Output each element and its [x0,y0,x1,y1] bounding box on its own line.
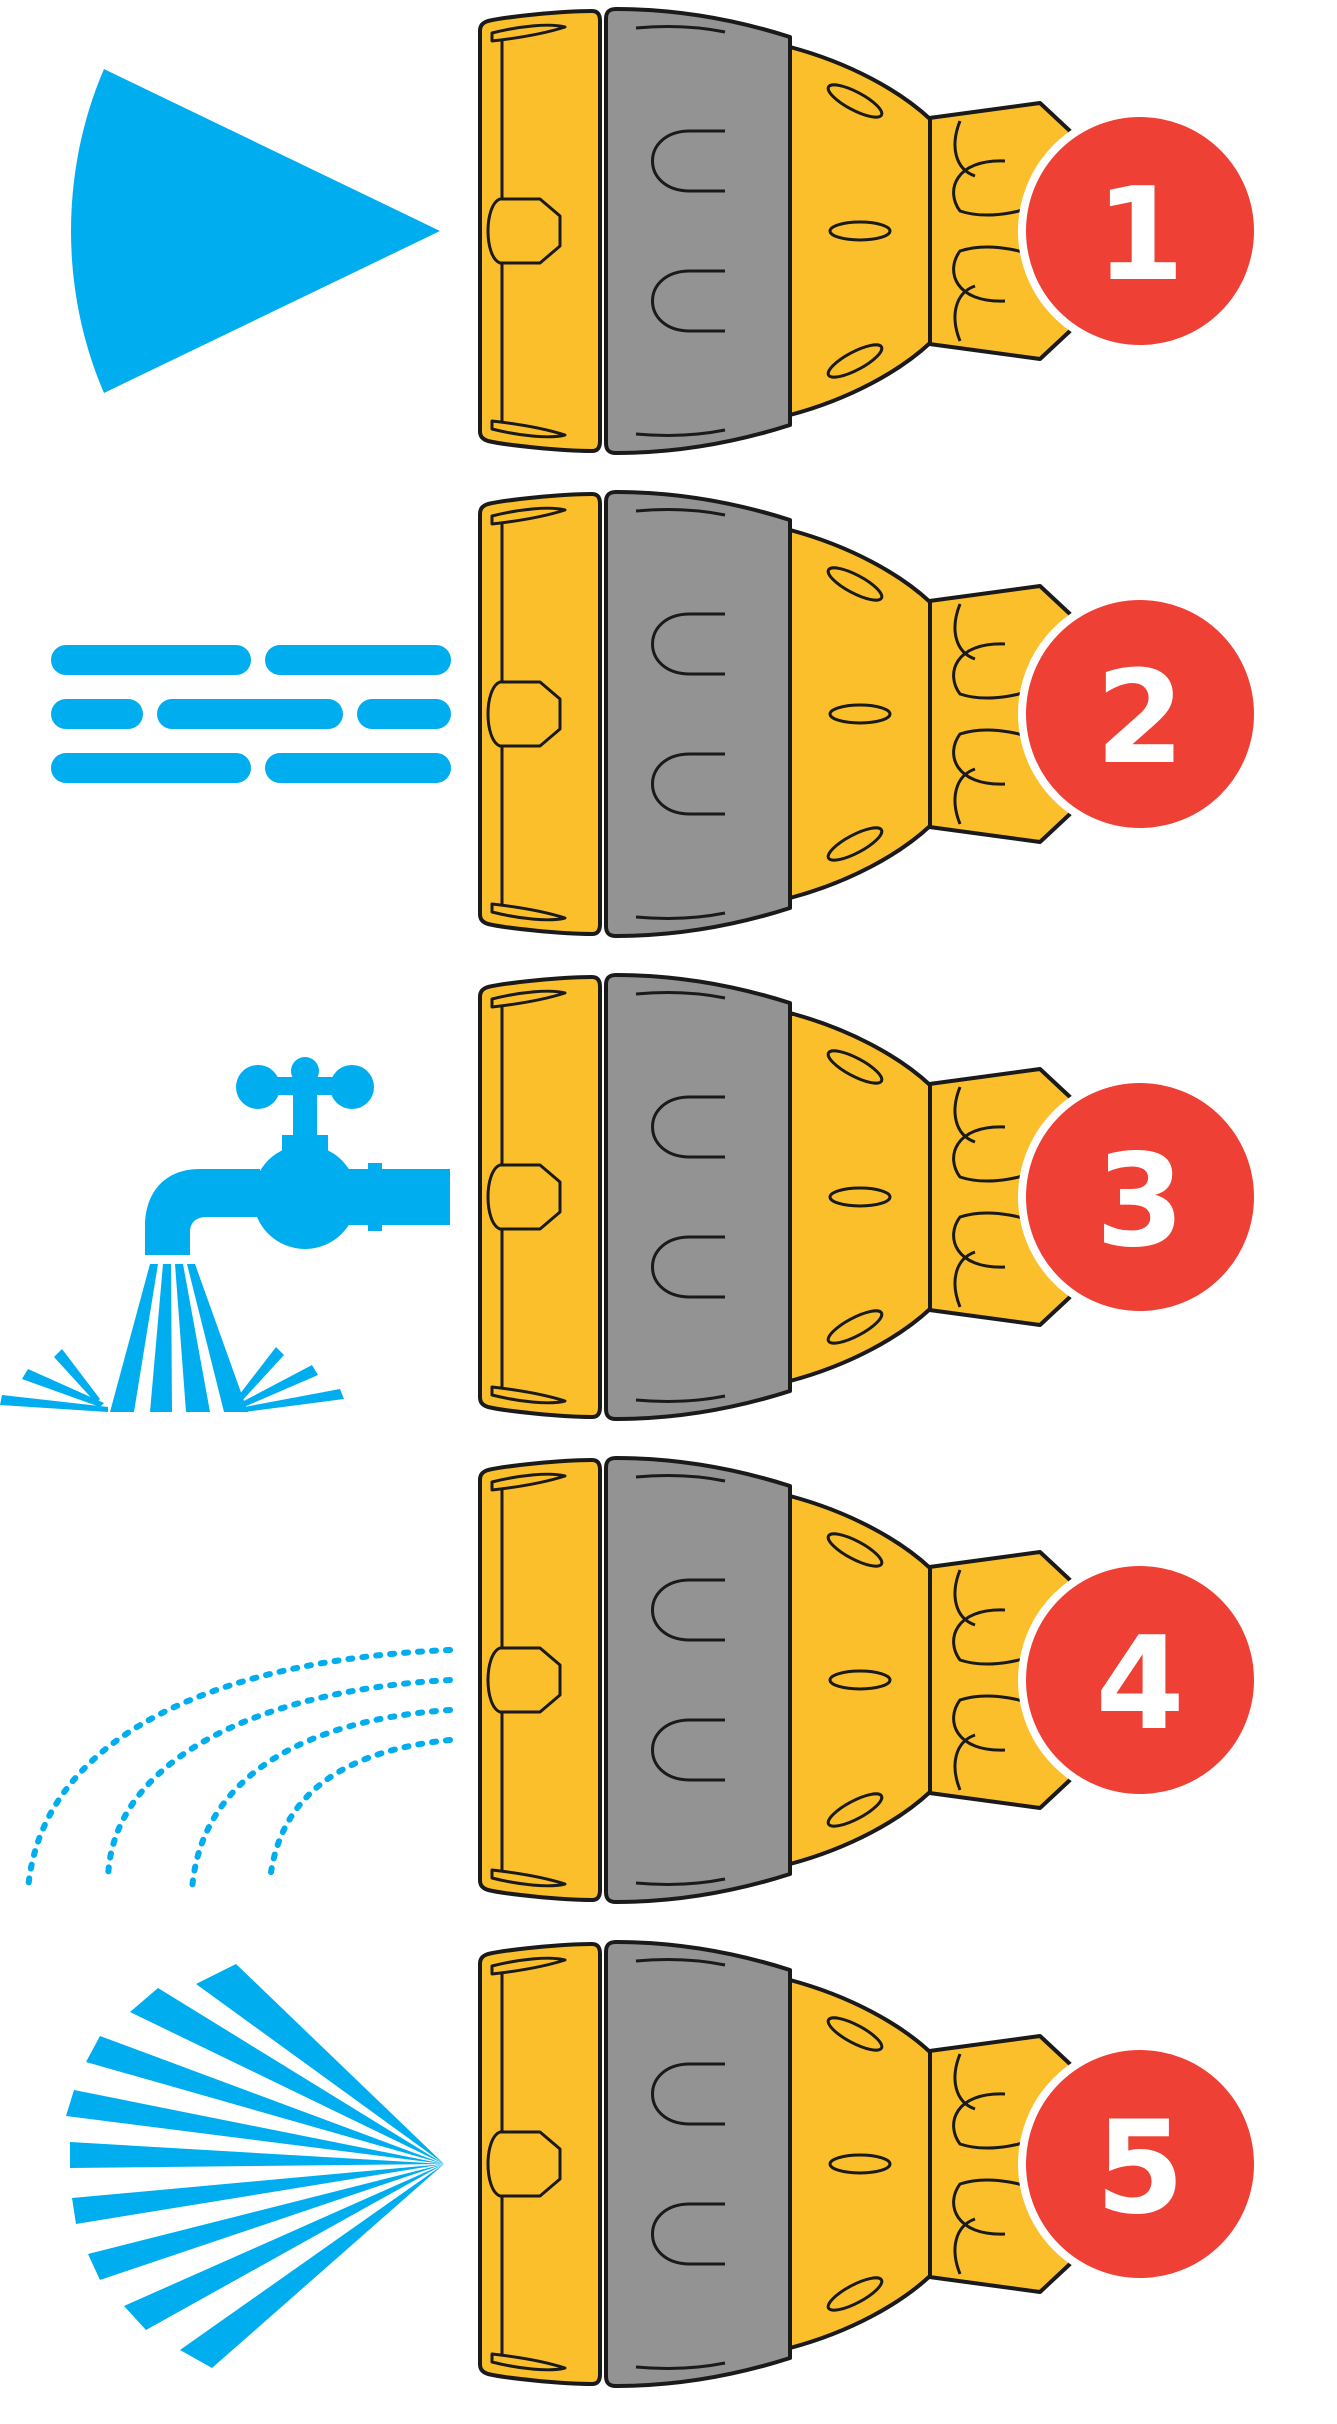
setting-number: 1 [1095,161,1184,310]
setting-badge: 3 [1018,1075,1262,1319]
setting-badge: 5 [1018,2042,1262,2286]
setting-number: 3 [1095,1127,1184,1276]
setting-row: 4 [25,1456,1262,1904]
setting-badge: 1 [1018,109,1262,353]
stream-lines-icon [51,645,451,783]
mist-arc-icon [25,1647,453,1893]
fan-jet-icon [71,69,440,393]
hose-nozzle [478,973,1072,1421]
hose-nozzle [478,1456,1072,1904]
setting-badge: 4 [1018,1558,1262,1802]
hose-nozzle [478,1940,1072,2388]
hose-nozzle [478,7,1072,455]
setting-number: 2 [1095,644,1184,793]
tap-fill-icon [0,1057,450,1412]
setting-row: 3 [0,973,1262,1421]
setting-row: 2 [51,490,1262,938]
wide-fan-icon [66,1964,444,2368]
hose-nozzle [478,490,1072,938]
setting-row: 1 [71,7,1262,455]
setting-badge: 2 [1018,592,1262,836]
setting-number: 5 [1095,2094,1184,2243]
setting-number: 4 [1095,1610,1184,1759]
setting-row: 5 [66,1940,1262,2388]
